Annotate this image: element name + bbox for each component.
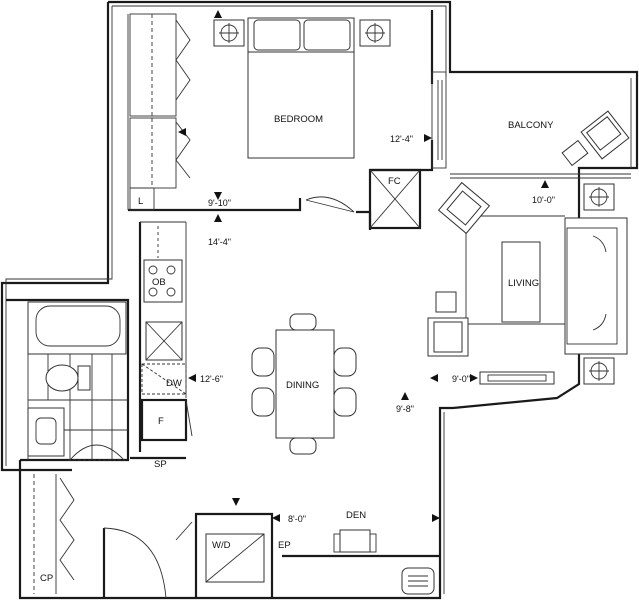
dining-chairs — [251, 313, 357, 455]
balcony-rail — [450, 78, 632, 179]
arrow-laundry-right — [272, 514, 280, 522]
cp-closet — [20, 468, 75, 594]
dishwasher — [141, 363, 187, 395]
dim-balcony: 10'-0" — [532, 195, 555, 205]
dimension-arrows — [178, 10, 549, 522]
label-cp: CP — [40, 573, 53, 584]
closets — [129, 13, 191, 211]
nightstand-right — [359, 19, 391, 47]
coffee-table — [501, 241, 541, 323]
arrow-bedroom-top — [214, 10, 222, 18]
label-fridge: F — [158, 416, 164, 427]
bed — [247, 17, 355, 159]
dim-dining: 9'-8" — [396, 404, 414, 414]
lamp-table-top — [583, 183, 615, 211]
lamp-table-bottom — [583, 357, 615, 385]
arrow-bedroom-bottom — [214, 192, 222, 200]
bedroom-door — [305, 196, 355, 213]
tv-console — [479, 371, 555, 385]
arrow-bedroom-right — [424, 134, 432, 142]
label-ob: OB — [152, 277, 166, 288]
den-chair — [333, 529, 377, 553]
kitchen-counter — [138, 221, 187, 452]
room-label-dining: DINING — [286, 380, 319, 391]
room-label-bedroom: BEDROOM — [274, 114, 323, 125]
dim-living: 9'-0" — [452, 374, 470, 384]
label-ep: EP — [278, 540, 291, 551]
kitchen-sink — [145, 321, 183, 361]
arrow-dining — [401, 392, 409, 400]
arrow-kitchen — [188, 374, 196, 382]
side-table — [435, 291, 457, 313]
arrow-living-left — [430, 374, 438, 382]
stove — [143, 259, 183, 303]
dim-bedroom-depth: 9'-10" — [208, 198, 231, 208]
dining-table — [275, 329, 335, 439]
nightstand-left — [213, 19, 245, 47]
label-linen: L — [138, 196, 143, 207]
arrow-laundry-top — [232, 498, 240, 506]
dim-hall: 14'-4" — [208, 237, 231, 247]
arrow-balcony — [541, 180, 549, 188]
bedroom-walls — [127, 10, 447, 230]
room-label-living: LIVING — [508, 278, 539, 289]
dim-kitchen: 12'-6" — [200, 374, 223, 384]
dim-bedroom-width: 12'-4" — [390, 134, 413, 144]
label-dw: DW — [166, 378, 182, 389]
arrow-bedroom-left — [178, 128, 186, 136]
mechanical-unit — [401, 567, 435, 595]
arrow-living-right — [470, 374, 478, 382]
balcony-table — [561, 139, 589, 167]
bathroom-door — [68, 444, 125, 461]
armchair-top — [437, 181, 491, 235]
fridge — [140, 398, 193, 442]
armchair-bottom — [427, 317, 469, 357]
sofa — [564, 217, 628, 355]
label-fc: FC — [388, 176, 401, 187]
balcony-chair — [580, 110, 630, 160]
arrow-den-right — [432, 514, 440, 522]
arrow-hall — [214, 214, 222, 222]
room-label-balcony: BALCONY — [508, 120, 554, 131]
room-label-den: DEN — [346, 510, 366, 521]
vanity — [27, 407, 65, 457]
dim-den: 8'-0" — [288, 514, 306, 524]
label-wd: W/D — [212, 540, 231, 551]
laundry-walls — [175, 512, 274, 598]
bathtub — [27, 301, 127, 355]
entry-door — [102, 527, 167, 599]
label-sp: SP — [154, 459, 167, 470]
toilet — [45, 364, 91, 392]
fc-closet — [368, 168, 422, 230]
washer-dryer — [205, 533, 265, 583]
